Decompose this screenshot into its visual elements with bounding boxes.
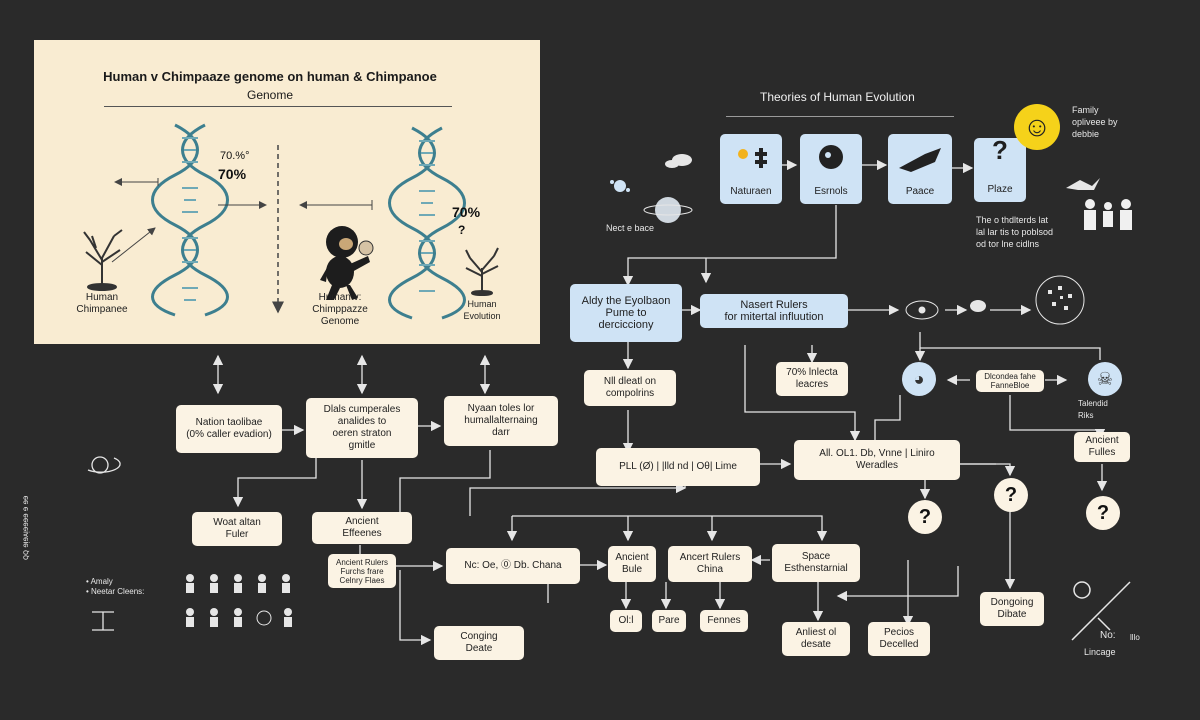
question-circle-1: ?	[908, 500, 942, 534]
node-all-ol1: All. OL1. Db, Vnne | Liniro Weradles	[794, 440, 960, 480]
orbit-icon	[87, 456, 121, 474]
legend-item-amaly: • Amaly	[86, 577, 113, 586]
theories-rule	[726, 116, 954, 117]
theory-label-paace: Paace	[905, 186, 935, 197]
tree-left-icon	[83, 229, 123, 291]
theories-note: The o thdlterds lat lal lar tis to pobls…	[976, 215, 1054, 249]
panel-title-line2: Genome	[246, 88, 294, 102]
panel-title: Human v Chimpaaze genome on human & Chim…	[60, 68, 480, 104]
node-ancient-rulers-small: Ancient Rulers Furchs frare Celnry Flaes	[328, 554, 396, 588]
label-no: No:	[1100, 630, 1116, 641]
theory-label-plaze: Plaze	[987, 184, 1013, 195]
question-circle-3: ?	[1086, 496, 1120, 530]
label-human-evolution: Human Evolution	[463, 299, 501, 321]
smiley-icon: ☺	[1014, 104, 1060, 150]
theories-title: Theories of Human Evolution	[760, 90, 915, 104]
pct-label-b: 70%	[218, 166, 247, 182]
node-nation-taolibae: Nation taolibae (0% caller evadion)	[176, 405, 282, 453]
node-dlals-cumperales: Dlals cumperales analides to oeren strat…	[306, 398, 418, 458]
node-pll-lime: PLL (Ø) | |lld nd | Oθ| Lime	[596, 448, 760, 486]
node-conging-deate: Conging Deate	[434, 626, 524, 660]
target-icon	[905, 300, 939, 320]
node-pare: Pare	[652, 610, 686, 632]
node-ancient-fulles: Ancient Fulles	[1074, 432, 1130, 462]
rocket-icon	[899, 148, 941, 172]
node-evolution-pume: Aldy the Eyolbaon Pume to dercicciony	[570, 284, 682, 342]
node-ancient-bule: Ancient Bule	[608, 546, 656, 582]
node-dongoing-dibate: Dongoing Dibate	[980, 592, 1044, 626]
skull-icon: ☠	[1088, 362, 1122, 396]
vertical-legend-text: ꞯꞯ ɘᴉɘᴀᴉɘɘɘɘ ɘ ɘɘ	[21, 495, 30, 560]
sun-gear-icon	[738, 148, 767, 168]
tool-icon	[1071, 581, 1131, 641]
node-ancert-rulers-china: Ancert Rulers China	[668, 546, 752, 582]
theory-box-naturaen: Naturaen	[720, 134, 782, 204]
planet-icon	[643, 197, 693, 223]
node-oll: Ol:l	[610, 610, 642, 632]
theory-label-naturaen: Naturaen	[730, 186, 772, 197]
label-lincage: Lincage	[1084, 647, 1116, 657]
tree-right-icon	[465, 247, 499, 296]
node-nll-dleatl: Nll dleatl on compolrins	[584, 370, 676, 406]
speech-icon	[970, 300, 986, 312]
question-mark-icon: ?	[992, 135, 1008, 165]
family-caption: Family opliveee by debbie	[1072, 105, 1118, 139]
splash-icon	[610, 180, 630, 192]
skull-head-icon	[819, 145, 843, 169]
node-nc-oe-chana: Nc: Oe, ⓪ Db. Chana	[446, 548, 580, 584]
pct-question: ?	[458, 223, 466, 237]
ghost-icon: ◕	[902, 362, 936, 396]
dna-helix-right-icon	[388, 126, 466, 320]
cloud-icon	[665, 154, 692, 168]
theory-box-esrnols: Esrnols	[800, 134, 862, 204]
node-nasert-rulers: Nasert Rulers for mitertal influution	[700, 294, 848, 328]
node-dlcondea: Dlcondea fahe FanneBloe	[976, 370, 1044, 392]
theory-label-esrnols: Esrnols	[814, 186, 848, 197]
cluster-circle-icon	[1035, 275, 1085, 325]
pct-label-a: 70.%°	[220, 150, 250, 162]
label-lllo: lllo	[1130, 633, 1140, 642]
nect-label: Nect e bace	[606, 223, 655, 233]
theory-box-paace: Paace	[888, 134, 952, 204]
genome-panel	[34, 40, 540, 344]
bird-icon	[1066, 178, 1100, 190]
node-nyaan-toles: Nyaan toles lor humallalternaing darr	[444, 396, 558, 446]
label-human-chimpanee: Human Chimpanee	[76, 292, 128, 315]
figures-row-icon	[186, 574, 292, 627]
label-talendid: Talendid Riks	[1078, 399, 1108, 420]
node-pecios-decelled: Pecios Decelled	[868, 622, 930, 656]
label-human-vs-chimp-genome: Human v: Chimppazze Genome	[312, 292, 368, 327]
legend-item-neetar: • Neetar Cleens:	[86, 587, 145, 596]
panel-title-line1: Human v Chimpaaze genome on human & Chim…	[103, 69, 437, 84]
dna-helix-left-icon	[151, 123, 229, 317]
question-circle-2: ?	[994, 478, 1028, 512]
family-icon	[1084, 199, 1132, 230]
pct-label-right: 70%	[452, 204, 481, 220]
node-70-lnlecta: 70% lnlecta leacres	[776, 362, 848, 396]
node-woat-altan: Woat altan Fuler	[192, 512, 282, 546]
title-rule	[104, 106, 452, 107]
chimpanzee-icon	[320, 226, 374, 300]
node-anliest-desate: Anliest ol desate	[782, 622, 850, 656]
node-ancient-effeenes: Ancient Effeenes	[312, 512, 412, 544]
theory-box-plaze: ? Plaze	[974, 135, 1026, 202]
node-space: Space Esthenstarnial	[772, 544, 860, 582]
node-fennes: Fennes	[700, 610, 748, 632]
